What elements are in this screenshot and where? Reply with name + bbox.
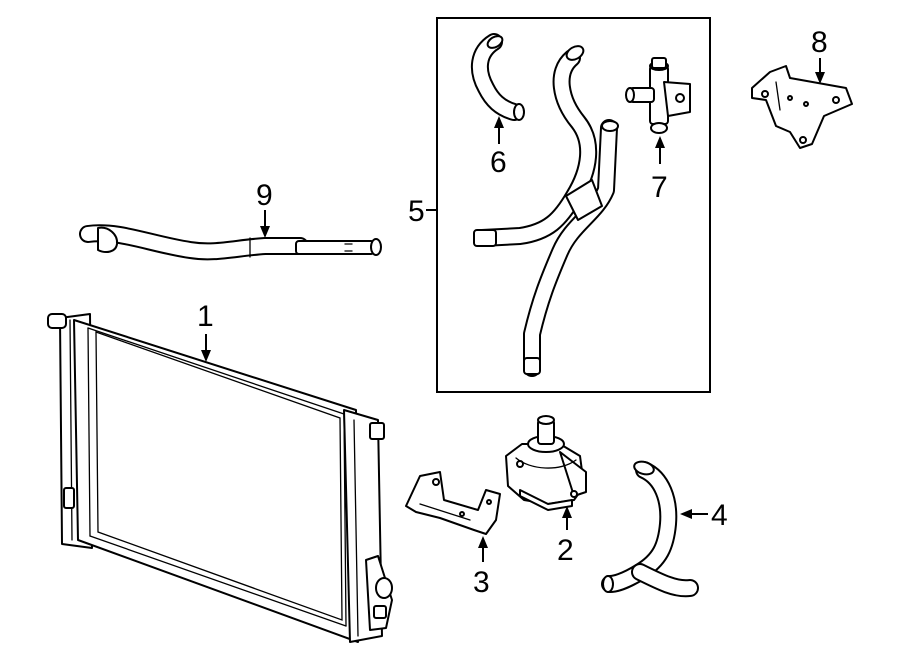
part-2-pump <box>505 415 587 511</box>
part-5-y-hose <box>473 45 619 377</box>
callout-7: 7 <box>651 171 668 204</box>
callout-5: 5 <box>408 195 425 228</box>
callout-6: 6 <box>490 146 507 179</box>
part-6-hose <box>470 33 525 121</box>
callout-2: 2 <box>557 534 574 567</box>
callout-8: 8 <box>811 26 828 59</box>
part-4-hose <box>601 460 699 598</box>
callout-4: 4 <box>711 499 728 532</box>
callout-leaders <box>201 58 825 562</box>
part-1-radiator <box>47 313 393 643</box>
part-9-hose <box>79 224 382 261</box>
part-7-valve <box>625 57 691 134</box>
part-8-bracket <box>751 65 853 149</box>
callout-1: 1 <box>197 300 214 333</box>
callout-3: 3 <box>473 566 490 599</box>
part-3-bracket <box>405 471 501 535</box>
callout-9: 9 <box>256 179 273 212</box>
